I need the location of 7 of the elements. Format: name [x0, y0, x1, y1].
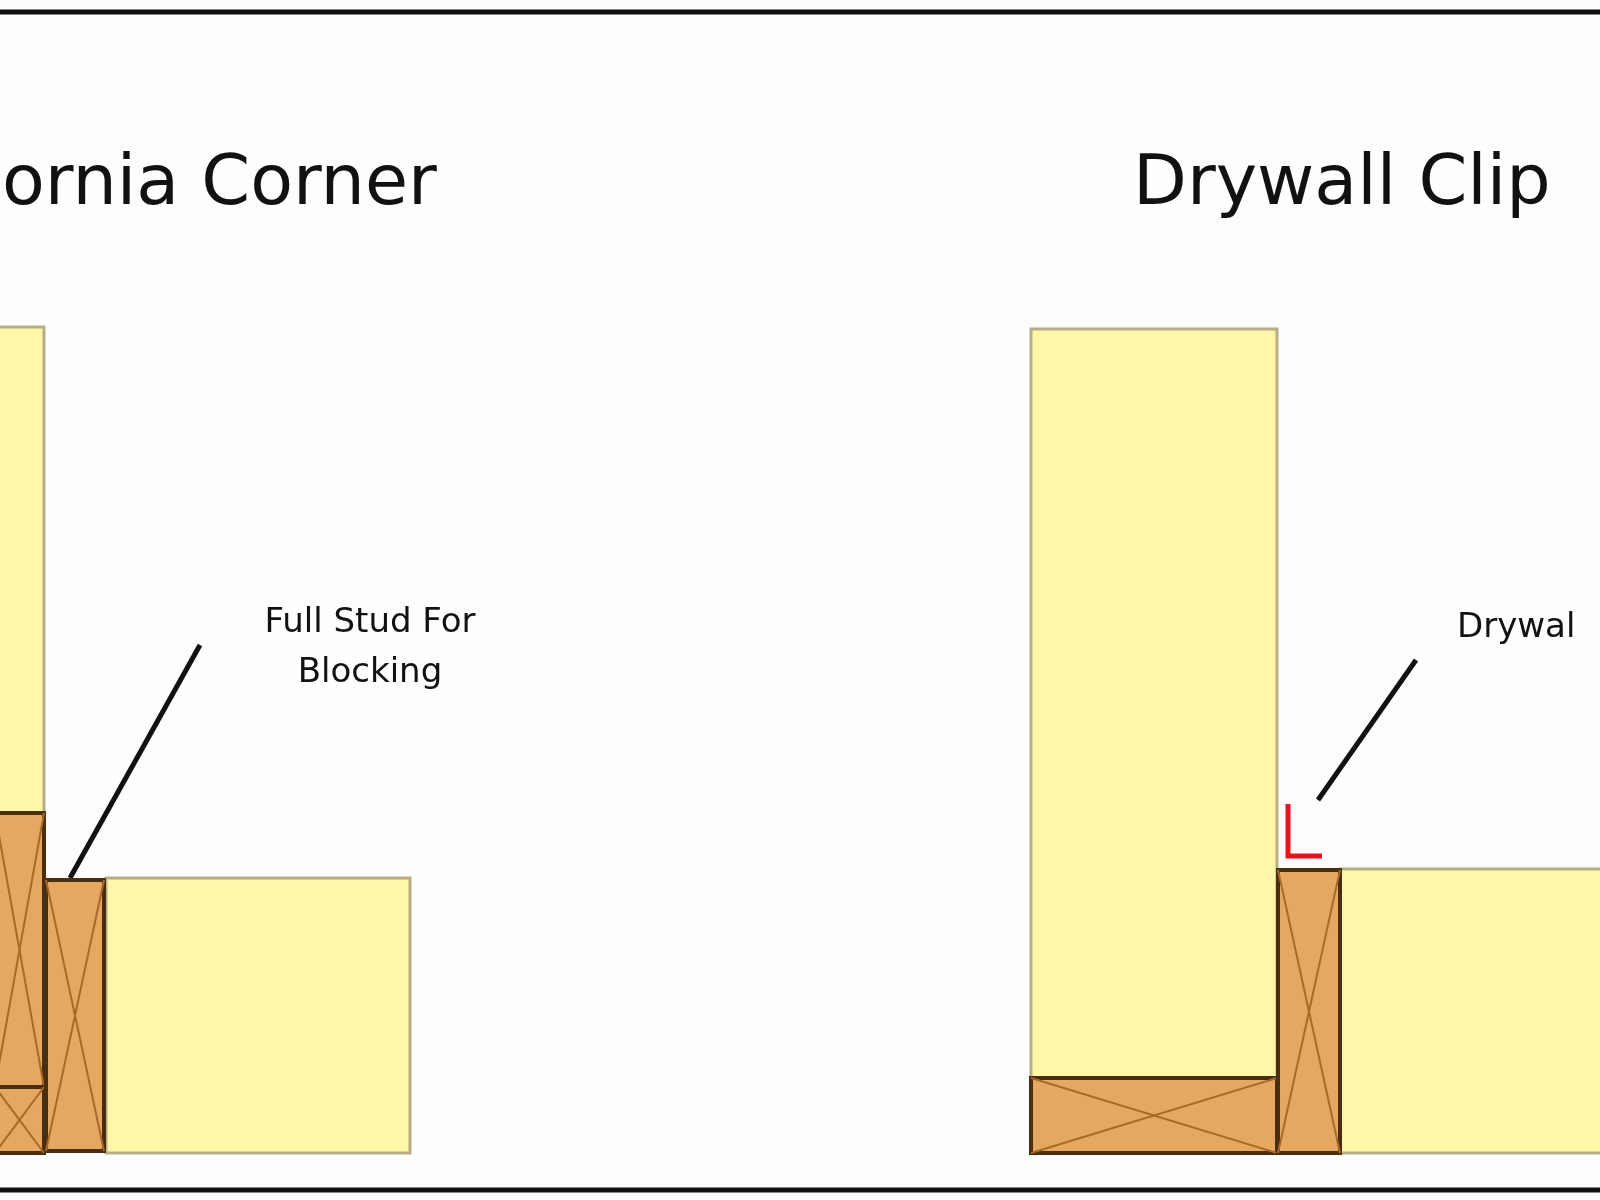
- leader-line: [67, 643, 203, 880]
- callout-label: Full Stud For Blocking: [200, 595, 540, 695]
- leader-line: [1315, 658, 1419, 802]
- diagram-heading: ornia Corner: [2, 140, 437, 220]
- full-stud: [1276, 868, 1342, 1155]
- diagram-heading: Drywall Clip: [1133, 140, 1551, 220]
- callout-label: Drywal: [1416, 600, 1600, 660]
